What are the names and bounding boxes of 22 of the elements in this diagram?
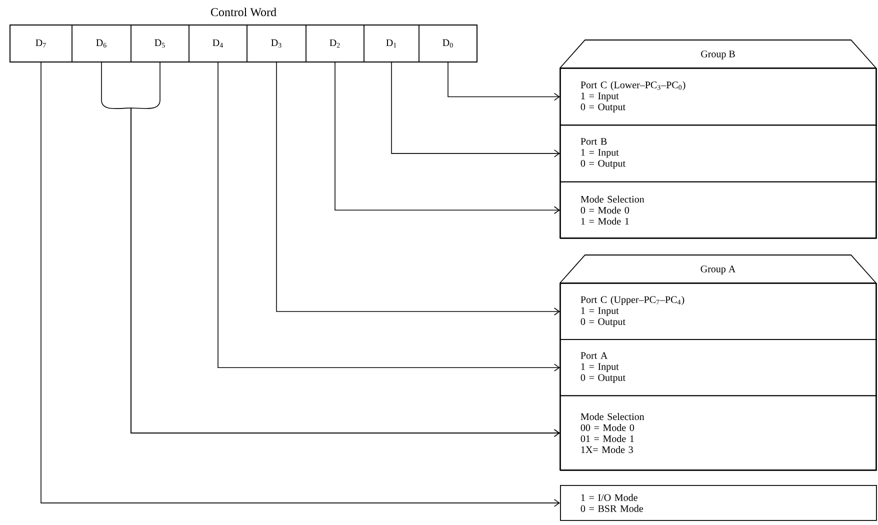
field-box: Port B 1 = Input 0 = Output xyxy=(560,124,877,182)
bit-cell: D$_{6}$ xyxy=(72,24,132,62)
bit-cell: D$_{0}$ xyxy=(418,24,478,62)
node-label: Control Word xyxy=(210,8,276,16)
bit-cell: D$_{2}$ xyxy=(306,24,364,62)
arrow xyxy=(40,62,560,507)
arrow xyxy=(334,62,560,214)
bit-cell: D$_{7}$ xyxy=(10,24,72,62)
field-box: Mode Selection 0 = Mode 0 1 = Mode 1 xyxy=(560,181,877,239)
arrow xyxy=(276,62,560,316)
arrow xyxy=(218,62,560,372)
arrow xyxy=(448,62,560,101)
field-box: Port C (Upper–PC$_{7}$–PC$_{4}$) 1 = Input 0 = Output xyxy=(560,283,877,340)
field-box: Port A 1 = Input 0 = Output xyxy=(560,339,877,396)
field-box: Port C (Lower–PC$_{3}$–PC$_{0}$) 1 = Input 0 = Output xyxy=(560,68,877,126)
field-box: Mode Selection 00 = Mode 0 01 = Mode 1 1X= Mode 3 xyxy=(560,395,877,471)
bit-cell: D$_{5}$ xyxy=(130,24,190,62)
field-box: 1 = I/O Mode 0 = BSR Mode xyxy=(560,485,877,521)
bit-cell: D$_{1}$ xyxy=(364,24,420,62)
arrow xyxy=(391,62,560,158)
bit-cell: D$_{4}$ xyxy=(188,24,248,62)
bit-cell: D$_{3}$ xyxy=(246,24,306,62)
